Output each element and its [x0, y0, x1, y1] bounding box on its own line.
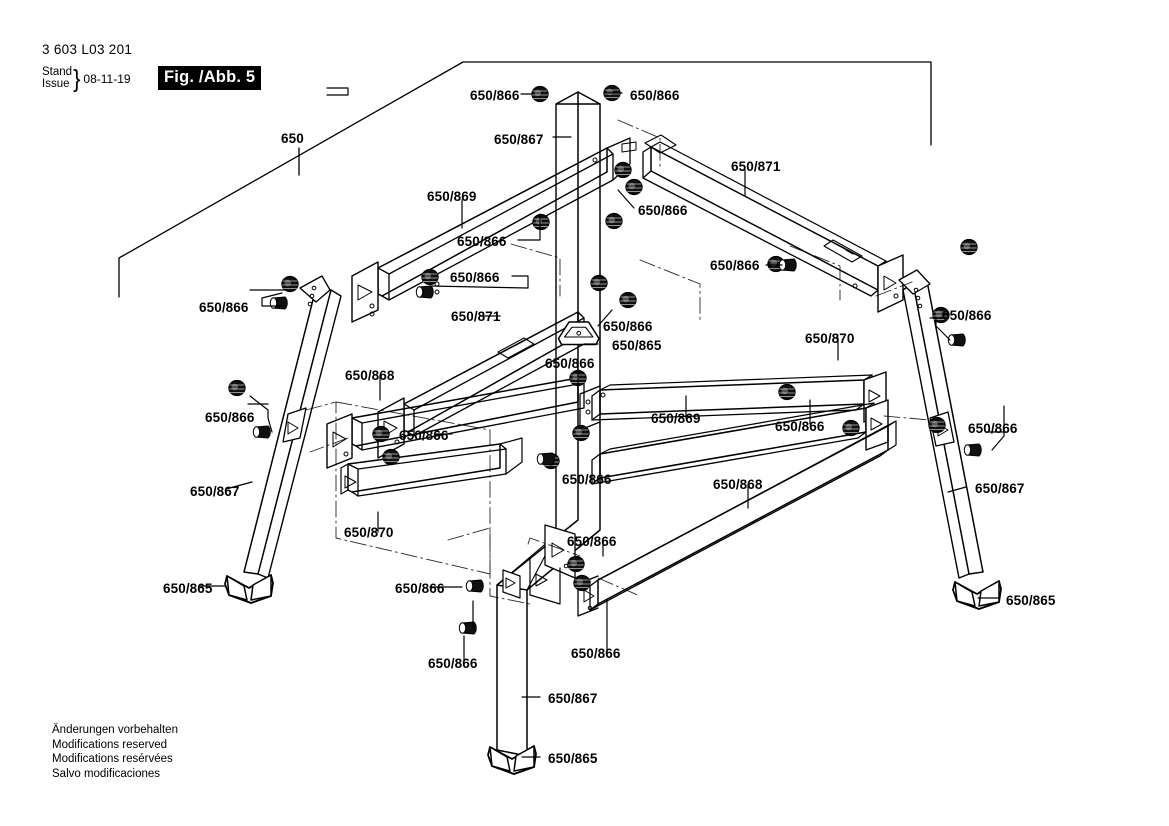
- part-callout-650-871: 650/871: [451, 309, 501, 324]
- rail-650-871-upper-right: [642, 134, 904, 313]
- part-number: 3 603 L03 201: [42, 42, 133, 57]
- part-callout-650-866: 650/866: [567, 534, 617, 549]
- part-callout-650-867: 650/867: [190, 484, 240, 499]
- footer-line-fr: Modifications resérvées: [52, 753, 173, 765]
- footer-line-es: Salvo modificaciones: [52, 767, 161, 780]
- rail-650-870-lower-right: [591, 399, 889, 485]
- part-callout-650-866: 650/866: [603, 319, 653, 334]
- part-callout-650: 650: [281, 131, 304, 146]
- part-callout-650-866: 650/866: [968, 421, 1018, 436]
- part-callout-650-866: 650/866: [630, 88, 680, 103]
- bracket-hole-details: [434, 157, 858, 398]
- part-callout-650-866: 650/866: [457, 234, 507, 249]
- part-callout-650-866: 650/866: [710, 258, 760, 273]
- figure-badge: Fig. /Abb. 5: [158, 66, 262, 90]
- rail-650-868-bottom-right: [577, 420, 897, 617]
- rail-650-869-upper-left: [351, 137, 637, 323]
- header-block: 3 603 L03 201 Stand Issue } 08-11-19 Fig…: [42, 42, 302, 102]
- part-callout-650-866: 650/866: [450, 270, 500, 285]
- rail-650-869-mid-right: [579, 371, 887, 431]
- part-callout-650-868: 650/868: [713, 477, 763, 492]
- stand-label: Stand: [42, 66, 73, 78]
- part-callout-650-866: 650/866: [942, 308, 992, 323]
- part-callout-650-867: 650/867: [548, 691, 598, 706]
- part-callout-650-866: 650/866: [399, 428, 449, 443]
- fasteners-650-866: [228, 84, 982, 635]
- brace-glyph: }: [73, 63, 81, 93]
- part-callout-650-866: 650/866: [562, 472, 612, 487]
- part-callout-650-866: 650/866: [205, 410, 255, 425]
- right-slanted-leg: [898, 269, 984, 579]
- assembly-bracket-650: [118, 61, 932, 298]
- rail-650-870-bottom-left: [340, 437, 523, 497]
- part-callout-650-866: 650/866: [199, 300, 249, 315]
- issue-labels: Stand Issue: [42, 66, 73, 90]
- part-callout-650-866: 650/866: [638, 203, 688, 218]
- part-callout-650-866: 650/866: [428, 656, 478, 671]
- left-slanted-leg: [243, 275, 342, 579]
- part-callout-650-869: 650/869: [651, 411, 701, 426]
- part-callout-650-869: 650/869: [427, 189, 477, 204]
- part-callout-650-871: 650/871: [731, 159, 781, 174]
- part-callout-650-866: 650/866: [395, 581, 445, 596]
- part-callout-650-866: 650/866: [775, 419, 825, 434]
- construction-lines: [305, 119, 931, 605]
- part-callout-650-865: 650/865: [1006, 593, 1056, 608]
- part-callout-650-866: 650/866: [470, 88, 520, 103]
- part-callout-650-867: 650/867: [494, 132, 544, 147]
- part-callout-650-870: 650/870: [344, 525, 394, 540]
- part-callout-650-870: 650/870: [805, 331, 855, 346]
- issue-date: 08-11-19: [83, 71, 131, 86]
- part-callout-650-865: 650/865: [612, 338, 662, 353]
- part-callout-650-865: 650/865: [548, 751, 598, 766]
- footer-disclaimer: Änderungen vorbehalten Modifications res…: [52, 723, 178, 781]
- part-callout-650-868: 650/868: [345, 368, 395, 383]
- part-callout-650-866: 650/866: [545, 356, 595, 371]
- foot-caps-650-865: [224, 321, 1002, 775]
- issue-block: Stand Issue } 08-11-19: [42, 63, 131, 93]
- leader-lines: [198, 87, 1005, 758]
- part-callout-650-867: 650/867: [975, 481, 1025, 496]
- issue-label: Issue: [42, 77, 70, 90]
- footer-line-de: Änderungen vorbehalten: [52, 724, 178, 736]
- footer-line-en: Modifications reserved: [52, 738, 168, 751]
- part-callout-650-865: 650/865: [163, 581, 213, 596]
- part-callout-650-866: 650/866: [571, 646, 621, 661]
- center-bracket-panels: [502, 524, 576, 605]
